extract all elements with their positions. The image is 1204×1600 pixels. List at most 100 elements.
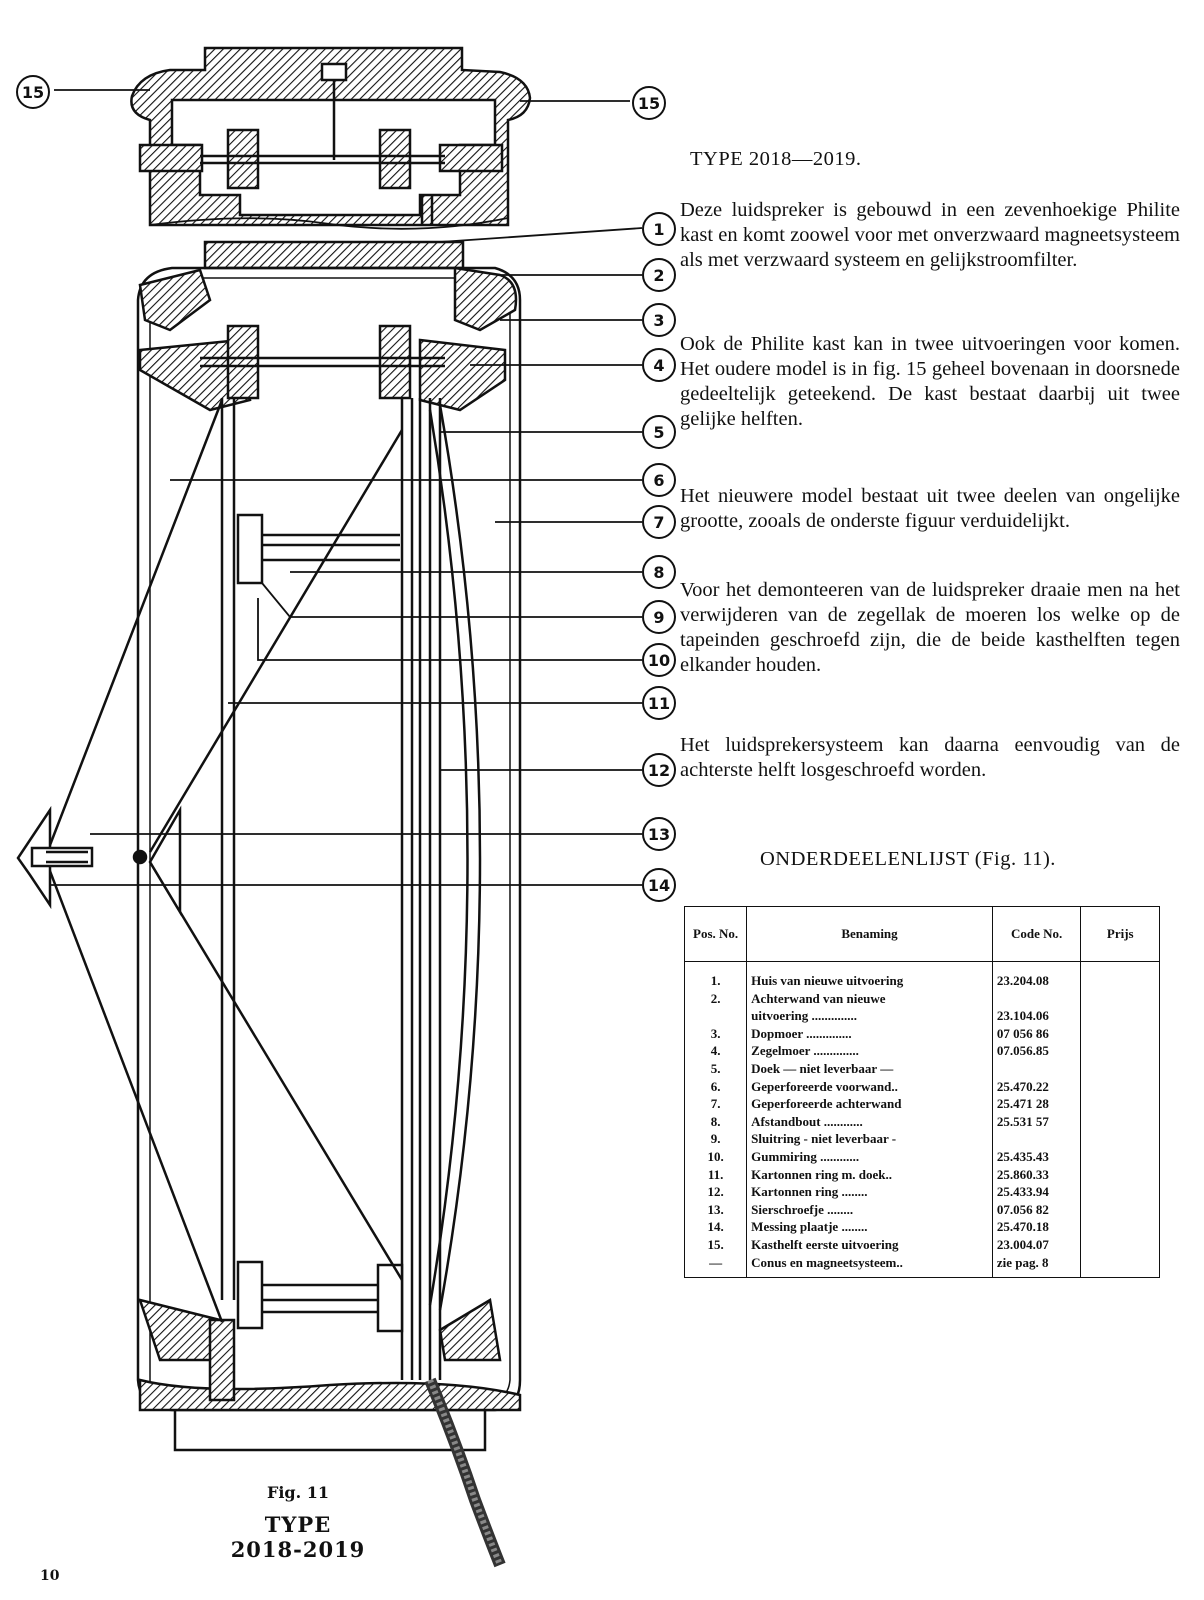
cell-code: 25.470.18 (991, 1218, 1082, 1236)
cell-pos: 4. (683, 1042, 748, 1060)
table-row: 13.Sierschroefje ........07.056 82 (683, 1200, 1160, 1219)
paragraph-2: Ook de Philite kast kan in twee uitvoeri… (680, 333, 1180, 430)
callout-15-right: 15 (632, 86, 666, 120)
cell-code: 25.435.43 (991, 1147, 1082, 1166)
cell-code: 25.470.22 (991, 1077, 1082, 1096)
callout-14: 14 (642, 868, 676, 902)
callout-3: 3 (642, 303, 676, 337)
cell-name: Achterwand van nieuwe (746, 989, 993, 1008)
cell-name: Gummiring ............ (746, 1147, 993, 1166)
cell-pos: — (683, 1253, 748, 1279)
cell-code (991, 989, 1082, 1008)
table-row: 8.Afstandbout ............25.531 57 (683, 1112, 1160, 1131)
cell-pos: 3. (683, 1024, 748, 1043)
callout-9: 9 (642, 600, 676, 634)
cell-price (1080, 1007, 1160, 1025)
cell-code: zie pag. 8 (991, 1253, 1082, 1279)
cell-price (1080, 1165, 1160, 1184)
cell-name: Kartonnen ring m. doek.. (746, 1165, 993, 1184)
callout-5: 5 (642, 415, 676, 449)
cell-price (1080, 1218, 1160, 1236)
parts-table-header-row: Pos. No. Benaming Code No. Prijs (683, 906, 1160, 962)
callout-12: 12 (642, 753, 676, 787)
cell-code: 23.104.06 (991, 1007, 1082, 1025)
header-price: Prijs (1080, 906, 1160, 962)
table-row: 3.Dopmoer ..............07 056 86 (683, 1024, 1160, 1043)
cell-name: uitvoering .............. (746, 1007, 993, 1025)
cell-price (1080, 1077, 1160, 1096)
cell-name: Huis van nieuwe uitvoering (746, 961, 993, 990)
cell-price (1080, 961, 1160, 990)
cell-price (1080, 1235, 1160, 1254)
table-row: 5.Doek — niet leverbaar — (683, 1059, 1160, 1078)
callout-15-left: 15 (16, 75, 50, 109)
header-code: Code No. (991, 906, 1082, 962)
cell-pos: 7. (683, 1095, 748, 1113)
cell-name: Kasthelft eerste uitvoering (746, 1235, 993, 1254)
callout-1: 1 (642, 212, 676, 246)
cell-price (1080, 1042, 1160, 1060)
cell-code: 25.471 28 (991, 1095, 1082, 1113)
callout-2: 2 (642, 258, 676, 292)
cell-name: Conus en magneetsysteem.. (746, 1253, 993, 1279)
cell-price (1080, 1024, 1160, 1043)
cell-pos: 12. (683, 1183, 748, 1201)
header-pos: Pos. No. (683, 906, 748, 962)
figure-label: Fig. 11 (266, 1483, 330, 1502)
cell-price (1080, 1112, 1160, 1131)
callout-4: 4 (642, 348, 676, 382)
paragraph-5: Het luidsprekersysteem kan daarna eenvou… (680, 734, 1180, 781)
older-cabinet-half (130, 46, 532, 230)
parts-table: Pos. No. Benaming Code No. Prijs 1.Huis … (683, 906, 1160, 1279)
table-row: 11.Kartonnen ring m. doek..25.860.33 (683, 1165, 1160, 1184)
figure-type-caption: TYPE 2018-2019 (230, 1512, 366, 1562)
page-number: 10 (40, 1568, 60, 1584)
callout-6: 6 (642, 463, 676, 497)
newer-cabinet (16, 240, 522, 1568)
cell-price (1080, 1253, 1160, 1279)
table-row: 10.Gummiring ............25.435.43 (683, 1147, 1160, 1166)
callout-13: 13 (642, 817, 676, 851)
cell-code: 07 056 86 (991, 1024, 1082, 1043)
paragraph-3: Het nieuwere model bestaat uit twee deel… (680, 485, 1180, 532)
cell-code: 25.860.33 (991, 1165, 1082, 1184)
cell-code: 25.531 57 (991, 1112, 1082, 1131)
cell-pos: 15. (683, 1235, 748, 1254)
table-row: uitvoering ..............23.104.06 (683, 1007, 1160, 1025)
type-heading: TYPE 2018—2019. (690, 148, 862, 170)
cell-price (1080, 989, 1160, 1008)
cell-name: Geperforeerde achterwand (746, 1095, 993, 1113)
cell-pos: 9. (683, 1130, 748, 1148)
leader-lines (50, 89, 643, 886)
cell-name: Afstandbout ............ (746, 1112, 993, 1131)
cell-code: 07.056.85 (991, 1042, 1082, 1060)
cell-code: 23.004.07 (991, 1235, 1082, 1254)
cell-pos: 6. (683, 1077, 748, 1096)
cell-name: Doek — niet leverbaar — (746, 1059, 993, 1078)
cell-code: 07.056 82 (991, 1200, 1082, 1219)
cell-price (1080, 1095, 1160, 1113)
cell-price (1080, 1059, 1160, 1078)
cell-pos: 8. (683, 1112, 748, 1131)
cell-pos: 13. (683, 1200, 748, 1219)
cell-name: Messing plaatje ........ (746, 1218, 993, 1236)
table-row: 4.Zegelmoer ..............07.056.85 (683, 1042, 1160, 1060)
table-row: 14.Messing plaatje ........25.470.18 (683, 1218, 1160, 1236)
cell-code (991, 1130, 1082, 1148)
callout-8: 8 (642, 555, 676, 589)
callout-11: 11 (642, 686, 676, 720)
table-row: 12.Kartonnen ring ........25.433.94 (683, 1183, 1160, 1201)
cell-pos: 2. (683, 989, 748, 1008)
table-row: 9.Sluitring - niet leverbaar - (683, 1130, 1160, 1148)
cell-price (1080, 1183, 1160, 1201)
table-row: 2.Achterwand van nieuwe (683, 989, 1160, 1008)
callout-10: 10 (642, 643, 676, 677)
cell-price (1080, 1147, 1160, 1166)
cell-name: Sluitring - niet leverbaar - (746, 1130, 993, 1148)
cell-pos: 14. (683, 1218, 748, 1236)
table-row: 6.Geperforeerde voorwand..25.470.22 (683, 1077, 1160, 1096)
